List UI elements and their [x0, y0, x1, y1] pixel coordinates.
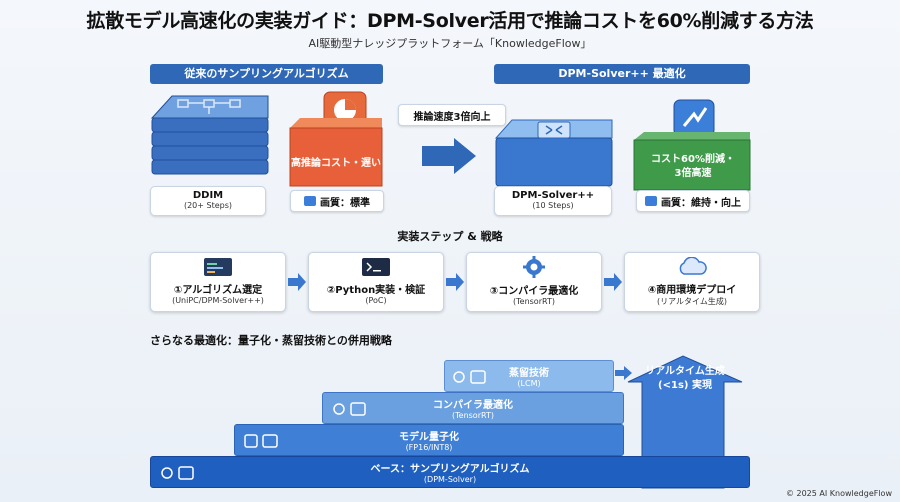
dpm-name: DPM-Solver++: [511, 190, 595, 201]
step-card-2: ②Python実装・検証 (PoC): [308, 252, 444, 312]
step-1-sub: (UniPC/DPM-Solver++): [172, 296, 264, 305]
step-3-label: ③コンパイラ最適化: [489, 286, 579, 297]
step-arrow-icon: [288, 273, 306, 291]
ddim-label-card: DDIM (20+ Steps): [150, 186, 266, 216]
old-quality-chip: 画質：標準: [290, 190, 384, 212]
trend-badge: [673, 99, 715, 137]
layer-quantization: モデル量子化 (FP16/INT8): [234, 424, 624, 456]
distillation-icon: [453, 370, 486, 384]
gear-stack-icon: [333, 402, 366, 416]
layer-3-label: コンパイラ最適化: [433, 400, 513, 411]
step-2-label: ②Python実装・検証: [326, 285, 426, 296]
layer-2-sub: (FP16/INT8): [405, 443, 453, 452]
dpm-label-card: DPM-Solver++ (10 Steps): [494, 186, 612, 216]
page-title: 拡散モデル高速化の実装ガイド：DPM-Solver活用で推論コストを60%削減す…: [86, 10, 814, 32]
new-cost-line1: コスト60%削減・: [651, 154, 735, 165]
stack-heading: さらなる最適化：量子化・蒸留技術との併用戦略: [150, 334, 392, 347]
trend-up-icon: [682, 107, 708, 127]
gear-icon: [523, 256, 545, 278]
step-4-label: ④商用環境デプロイ: [647, 285, 737, 296]
image-icon: [645, 196, 657, 206]
new-quality-label: 画質：維持・向上: [661, 197, 741, 209]
chip-stack-icon: [244, 434, 278, 448]
layer-distillation: 蒸留技術 (LCM): [444, 360, 614, 392]
step-card-4: ④商用環境デプロイ (リアルタイム生成): [624, 252, 760, 312]
new-quality-chip: 画質：維持・向上: [636, 190, 750, 212]
speed-callout: 推論速度3倍向上: [398, 104, 506, 126]
step-3-sub: (TensorRT): [513, 297, 555, 306]
page-subtitle: AI駆動型ナレッジプラットフォーム「KnowledgeFlow」: [308, 37, 592, 50]
benefit-cube: [633, 99, 751, 191]
old-cost-label: 高推論コスト・遅い: [291, 158, 381, 169]
network-stack-icon: [161, 466, 194, 480]
cost-cube: [289, 91, 383, 187]
cloud-icon: [679, 256, 707, 275]
step-2-sub: (PoC): [365, 296, 387, 305]
step-arrow-icon: [604, 273, 622, 291]
layer-base: ベース：サンプリングアルゴリズム (DPM-Solver): [150, 456, 750, 488]
dpm-solver-box-illustration: [494, 119, 613, 187]
layer-4-sub: (LCM): [517, 379, 541, 388]
step-card-1: ①アルゴリズム選定 (UniPC/DPM-Solver++): [150, 252, 286, 312]
step-arrow-icon: [615, 366, 632, 380]
image-icon: [304, 196, 316, 206]
step-1-label: ①アルゴリズム選定: [173, 285, 263, 296]
realtime-goal-arrow: [627, 355, 743, 489]
layer-1-label: ベース：サンプリングアルゴリズム: [370, 464, 530, 475]
step-card-3: ③コンパイラ最適化 (TensorRT): [466, 252, 602, 312]
ddim-steps: (20+ Steps): [183, 201, 233, 210]
layer-3-sub: (TensorRT): [452, 411, 494, 420]
dpm-steps: (10 Steps): [532, 201, 574, 210]
layer-1-sub: (DPM-Solver): [423, 475, 477, 484]
step-4-sub: (リアルタイム生成): [656, 297, 727, 306]
network-graph-icon: [177, 99, 241, 114]
ddim-name: DDIM: [192, 190, 224, 201]
layer-compiler: コンパイラ最適化 (TensorRT): [322, 392, 624, 424]
new-cost-line2: 3倍高速: [674, 168, 712, 179]
goal-line1: リアルタイム生成: [645, 366, 725, 377]
goal-line2: (<1s) 実現: [658, 380, 712, 391]
speed-callout-label: 推論速度3倍向上: [413, 111, 491, 123]
step-arrow-icon: [446, 273, 464, 291]
shrink-arrows-icon: [537, 121, 571, 139]
copyright: © 2025 AI KnowledgeFlow: [785, 489, 892, 498]
terminal-icon: [362, 258, 390, 276]
ddim-stack-illustration: [150, 95, 269, 175]
optimized-section-header: DPM-Solver++ 最適化: [494, 64, 750, 84]
legacy-section-header: 従来のサンプリングアルゴリズム: [150, 64, 383, 84]
steps-heading: 実装ステップ & 戦略: [397, 230, 503, 243]
code-editor-icon: [204, 258, 232, 276]
layer-4-label: 蒸留技術: [509, 368, 549, 379]
old-quality-label: 画質：標準: [320, 197, 370, 209]
improvement-arrow-icon: [422, 138, 476, 174]
layer-2-label: モデル量子化: [399, 432, 459, 443]
